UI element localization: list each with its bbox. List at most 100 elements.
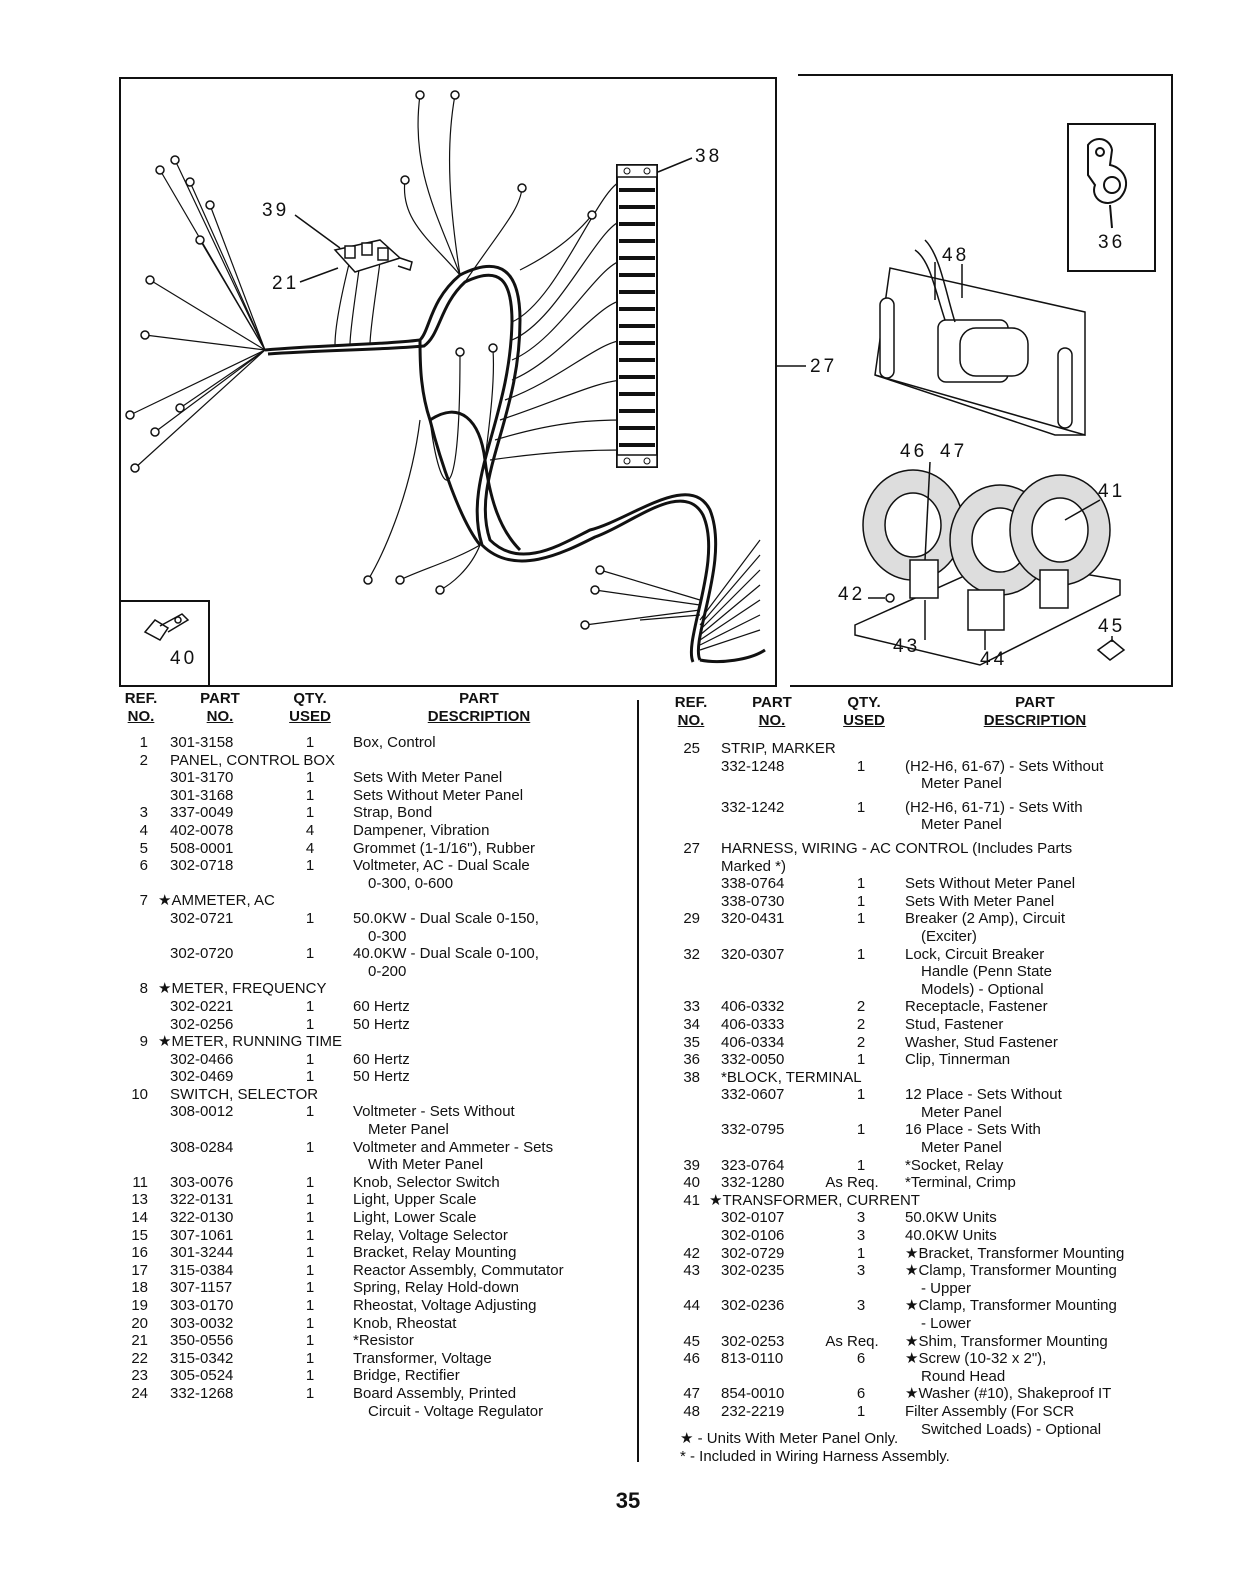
cell-desc: (Exciter): [921, 927, 977, 945]
parts-row: - Lower: [674, 1315, 1174, 1333]
cell-part: 302-0469: [170, 1068, 234, 1086]
cell-ref: 47: [683, 1385, 700, 1403]
cell-ref: 15: [131, 1226, 148, 1244]
cell-part: 315-0384: [170, 1261, 234, 1279]
cell-desc: Strap, Bond: [353, 804, 433, 822]
callout-46: 46: [900, 441, 927, 462]
cell-desc: Voltmeter, AC - Dual Scale: [353, 857, 530, 875]
cell-part: 302-0235: [721, 1262, 785, 1280]
parts-row: Meter Panel: [122, 1121, 622, 1139]
callout-36: 36: [1098, 232, 1125, 253]
cell-part: 323-0764: [721, 1156, 785, 1174]
cell-part: Marked *): [721, 857, 787, 875]
cell-qty: 3: [856, 1297, 866, 1315]
cell-desc: (H2-H6, 61-71) - Sets With: [905, 798, 1083, 816]
cell-qty: 1: [305, 945, 315, 963]
cell-part: 508-0001: [170, 839, 234, 857]
cell-ref: 18: [131, 1279, 148, 1297]
cell-part: 332-0050: [721, 1051, 785, 1069]
right-header-ref: REF.NO.: [674, 694, 708, 729]
callout-48: 48: [942, 245, 969, 266]
cell-desc: 0-300: [368, 927, 407, 945]
cell-desc: With Meter Panel: [368, 1156, 484, 1174]
cell-desc: (H2-H6, 61-67) - Sets Without: [905, 757, 1104, 775]
cell-ref: 43: [683, 1262, 700, 1280]
callout-41: 41: [1098, 481, 1125, 502]
cell-desc: Sets Without Meter Panel: [905, 875, 1076, 893]
cell-qty: 2: [856, 1015, 866, 1033]
cell-qty: 1: [305, 804, 315, 822]
legend-asterisk: * - Included in Wiring Harness Assembly.: [680, 1448, 950, 1465]
cell-desc: 50 Hertz: [353, 1068, 410, 1086]
cell-qty: 1: [856, 1086, 866, 1104]
parts-row: 0-300, 0-600: [122, 875, 622, 893]
cell-desc: Rheostat, Voltage Adjusting: [353, 1297, 537, 1314]
parts-row: 9★METER, RUNNING TIME: [122, 1033, 622, 1051]
crimp-terminal: [143, 613, 190, 641]
leader-lines: [294, 157, 1113, 650]
cell-part: 315-0342: [170, 1349, 234, 1367]
cell-qty: 1: [305, 1279, 315, 1297]
cell-ref: 6: [139, 857, 148, 875]
cell-desc: Meter Panel: [921, 816, 1002, 834]
cell-part: 308-0012: [170, 1103, 234, 1121]
cell-part: 402-0078: [170, 821, 234, 839]
parts-row: Meter Panel: [674, 816, 1174, 834]
current-transformers: [854, 469, 1126, 666]
parts-row: 302-0469 1 50 Hertz: [122, 1068, 622, 1086]
cell-desc: Washer, Stud Fastener: [905, 1033, 1058, 1051]
cell-desc: Sets Without Meter Panel: [353, 786, 524, 804]
cell-qty: 4: [305, 821, 315, 839]
cell-part: 813-0110: [721, 1350, 784, 1368]
cell-qty: 1: [305, 1191, 315, 1209]
cell-ref: 14: [131, 1209, 148, 1227]
cell-desc: ★Screw (10-32 x 2"),: [905, 1350, 1047, 1368]
cell-ref: 38: [683, 1068, 700, 1086]
cell-ref: 17: [131, 1261, 148, 1279]
cell-desc: Receptacle, Fastener: [905, 998, 1048, 1016]
cell-part: 308-0284: [170, 1138, 234, 1156]
cell-desc: Meter Panel: [921, 1139, 1002, 1157]
cell-qty: 1: [305, 769, 315, 787]
cell-desc: Bridge, Rectifier: [353, 1367, 460, 1385]
cell-qty: 1: [305, 1015, 315, 1033]
cell-part: 302-0236: [721, 1297, 785, 1315]
cell-part: 332-1242: [721, 798, 785, 816]
wiring-harness: [264, 264, 766, 664]
parts-row: Circuit - Voltage Regulator: [122, 1403, 622, 1421]
cell-part: 350-0556: [170, 1332, 234, 1350]
cell-ref: 34: [683, 1015, 700, 1033]
cell-desc: Dampener, Vibration: [353, 821, 490, 839]
cell-qty: 1: [305, 1068, 315, 1086]
cell-qty: 2: [856, 1033, 866, 1051]
cell-ref: 11: [132, 1173, 148, 1191]
cell-desc: Stud, Fastener: [905, 1015, 1004, 1033]
column-divider: [637, 700, 639, 1462]
cell-desc: Knob, Rheostat: [353, 1314, 457, 1332]
cell-qty: 1: [305, 1297, 315, 1314]
cell-desc: 50.0KW Units: [905, 1209, 997, 1227]
cell-desc: Meter Panel: [921, 1103, 1002, 1121]
harness-wires: [129, 94, 761, 651]
cell-qty: 1: [856, 1156, 866, 1174]
cell-qty: 1: [305, 1138, 315, 1156]
cell-part: 406-0333: [721, 1015, 785, 1033]
